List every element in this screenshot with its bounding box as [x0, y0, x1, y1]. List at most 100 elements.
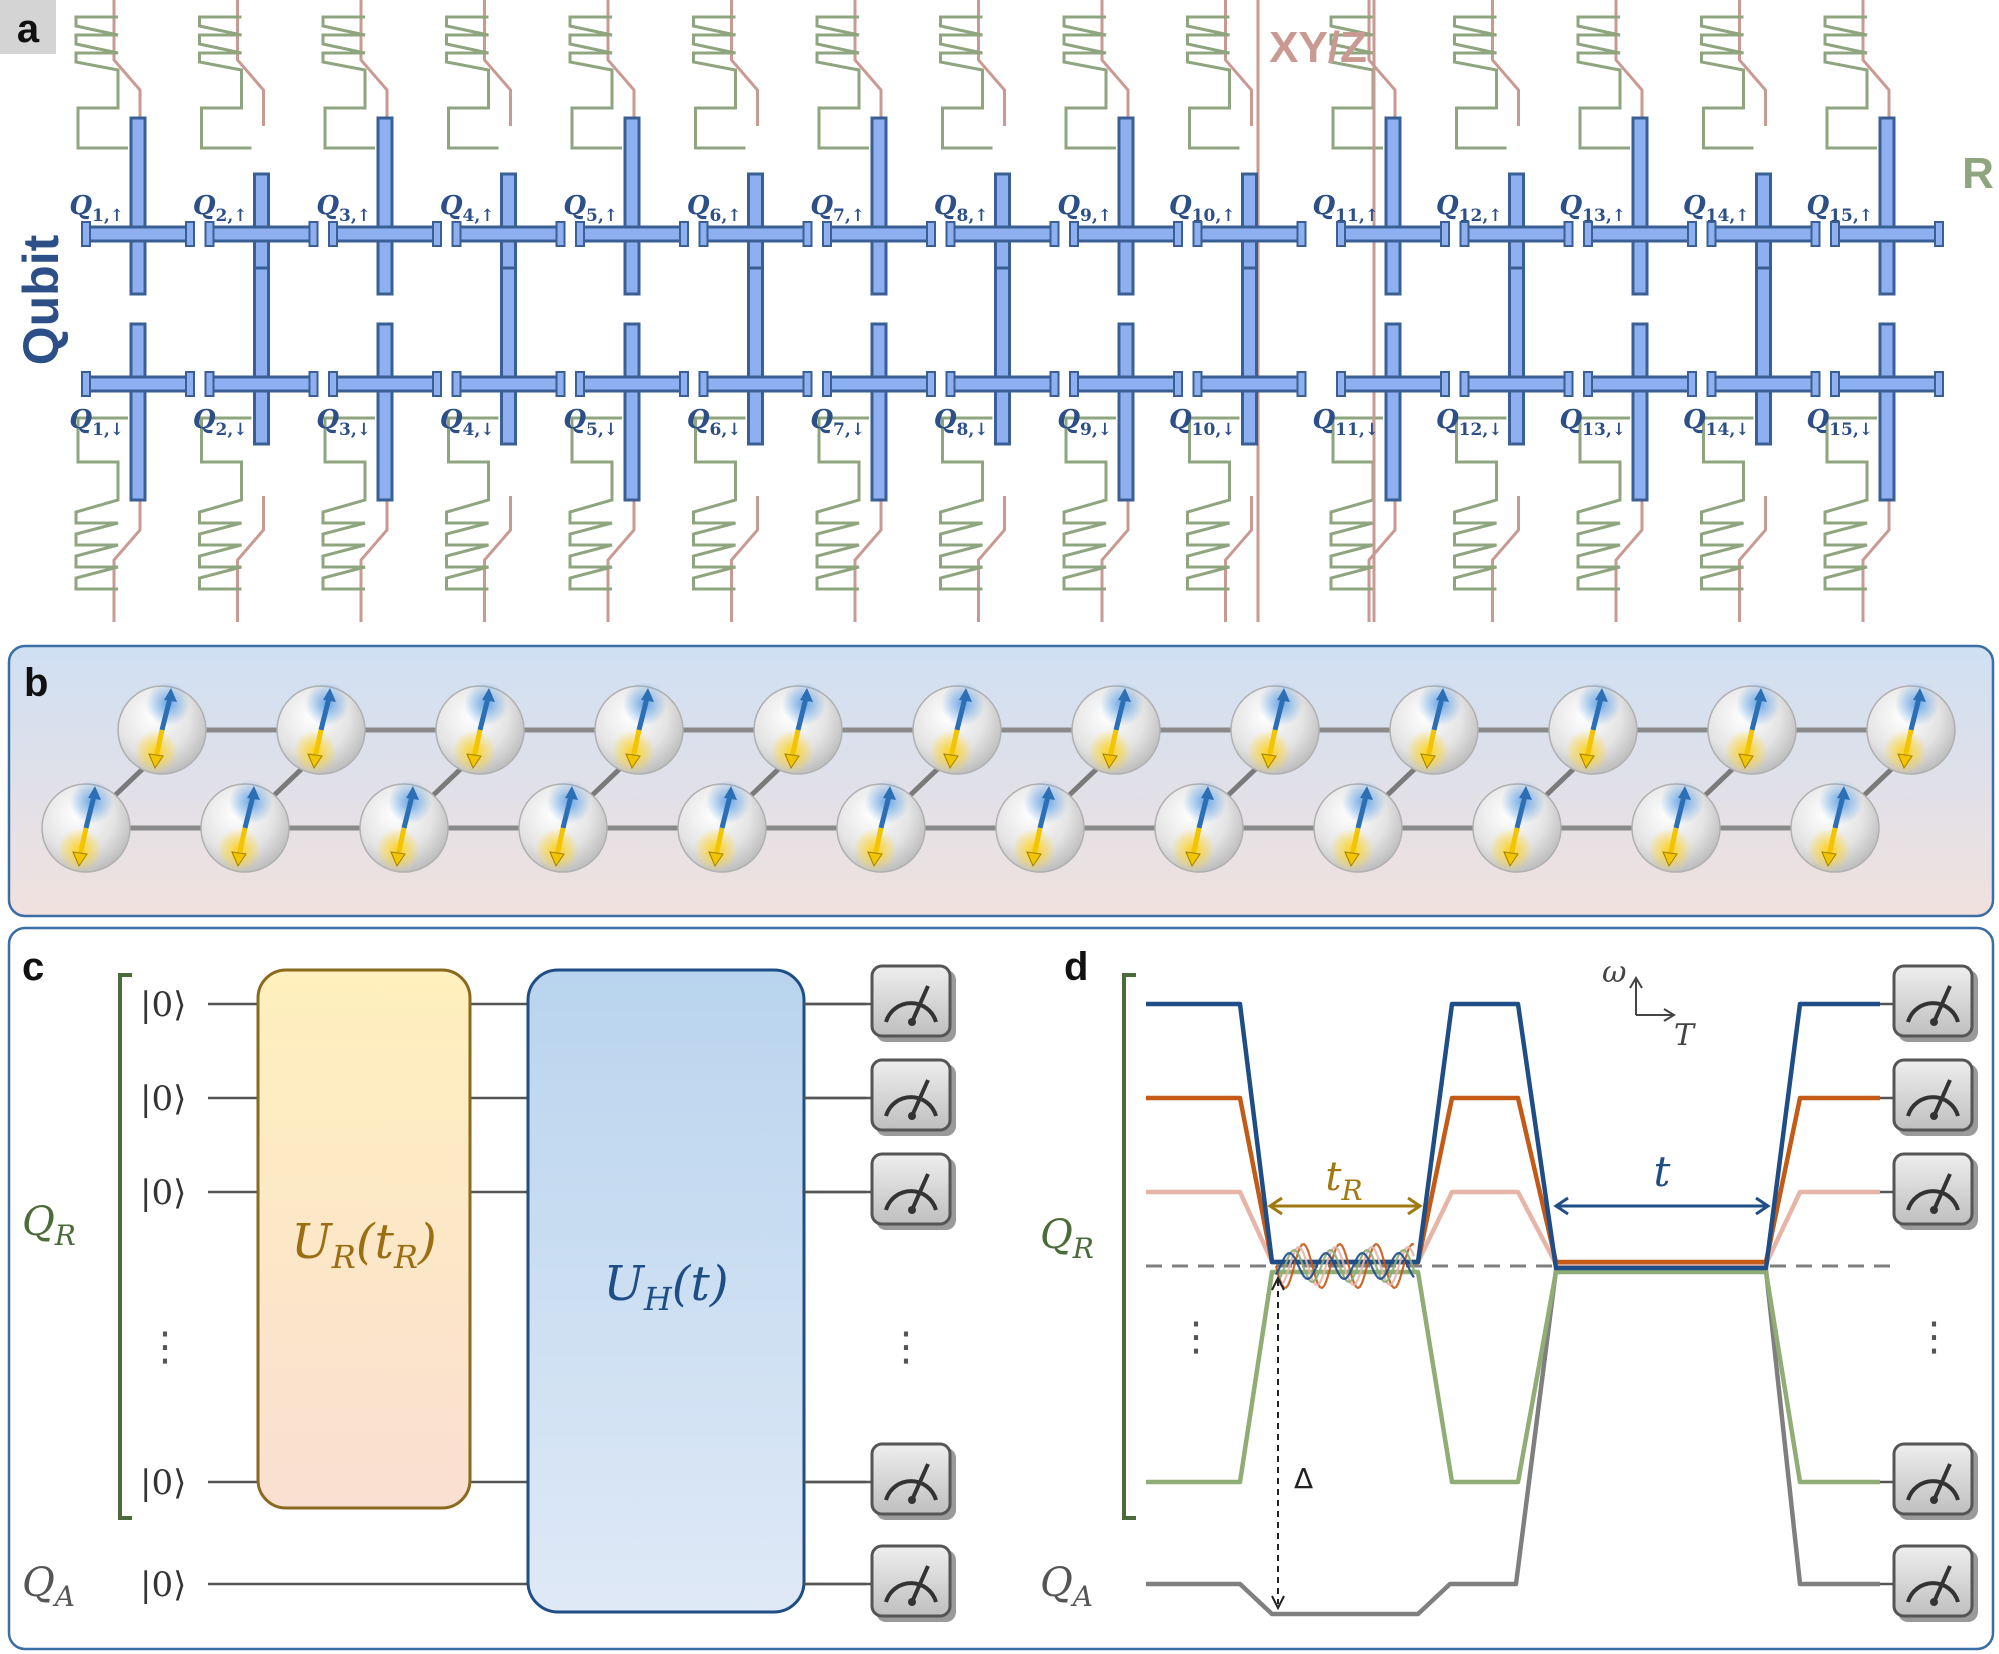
- spin-down-arrow: [312, 729, 324, 759]
- qubit-label-down: Q9,↓: [1057, 405, 1112, 440]
- spin-sphere: [594, 682, 684, 775]
- meter-needle: [910, 1463, 930, 1501]
- spin-up-head: [247, 786, 260, 800]
- qubit-pad: [1459, 221, 1470, 247]
- qubit-label-up: Q3,↑: [316, 191, 371, 226]
- qubit-pad: [802, 221, 813, 247]
- qubit-label-up: Q14,↑: [1683, 191, 1749, 226]
- measurement-meters-d: [1880, 964, 1978, 1622]
- qubit-arm-vertical: [1508, 266, 1525, 446]
- spin-up-head: [883, 786, 896, 800]
- qubit-cross: [698, 266, 813, 446]
- qubit-pad: [1934, 371, 1944, 397]
- meter-box: [870, 1152, 952, 1226]
- meter-pivot: [1930, 1018, 1938, 1026]
- qubit-pad: [1192, 221, 1203, 247]
- spin-up-arrow: [1113, 697, 1127, 731]
- qubit-pad: [1440, 221, 1450, 247]
- qubit-label-up: Q10,↑: [1169, 191, 1235, 226]
- wiring-lines: [74, 0, 1891, 622]
- qubit-arm-vertical: [1878, 322, 1896, 502]
- meter-pivot: [908, 1598, 916, 1606]
- spin-up-arrow: [1196, 795, 1210, 829]
- control-line-top: [1861, 0, 1891, 126]
- spin-down-arrow: [713, 827, 725, 857]
- qubit-pad: [1049, 221, 1060, 247]
- qubit-label-down: Q7,↓: [810, 405, 865, 440]
- qubit-arm-vertical: [870, 322, 888, 502]
- qubit-cross: [1583, 116, 1697, 296]
- qubit-label-up: Q5,↑: [563, 191, 618, 226]
- qubit-arm-horizontal: [1196, 375, 1303, 393]
- spin-down-head: [307, 753, 323, 770]
- qubit-arm-horizontal: [578, 375, 686, 393]
- measurement-meter: [804, 1442, 956, 1520]
- qubit-label-up: Q12,↑: [1436, 191, 1502, 226]
- meter-needle: [1932, 1565, 1952, 1603]
- qubit-arm-horizontal: [1339, 375, 1447, 393]
- spin-sphere: [1389, 682, 1479, 775]
- qubit-cross: [204, 266, 319, 446]
- spin-down-head: [867, 851, 883, 868]
- qubit-pad: [204, 221, 215, 247]
- qubit-pad: [1706, 371, 1717, 397]
- measurement-meter: [804, 1544, 956, 1622]
- qubit-label-up: Q7,↑: [810, 191, 865, 226]
- spin-sphere: [836, 780, 926, 873]
- spin-down-head: [1662, 851, 1678, 868]
- qubit-cross: [1192, 266, 1307, 446]
- qr-bracket: [118, 973, 132, 1520]
- spin-up-head: [1595, 688, 1608, 702]
- qubit-cross: [328, 116, 442, 296]
- readout-meander-bottom: [445, 416, 499, 591]
- meter-needle: [910, 1079, 930, 1117]
- qubit-pad: [1563, 371, 1574, 397]
- spin-sphere: [1548, 682, 1638, 775]
- spin-up-head: [1519, 786, 1532, 800]
- qubit-arm-vertical: [623, 322, 641, 502]
- qa-label-d: QA: [1040, 1560, 1093, 1613]
- qubit-axis-label: Qubit: [13, 234, 69, 365]
- spin-sphere: [1154, 780, 1244, 873]
- qubit-label-down: Q8,↓: [934, 405, 989, 440]
- qubit-pad: [822, 371, 832, 397]
- qubit-pad: [1706, 221, 1717, 247]
- readout-meander-bottom: [1329, 416, 1383, 591]
- measurement-meter: [804, 1058, 956, 1136]
- panel-b-letter: b: [24, 661, 48, 705]
- control-line-bottom: [1367, 496, 1397, 622]
- spin-down-head: [1897, 753, 1913, 770]
- control-line-bottom: [483, 496, 512, 622]
- qubit-arm-horizontal: [1710, 375, 1817, 393]
- qubit-pad: [679, 371, 689, 397]
- qubit-pad: [451, 371, 462, 397]
- spin-down-head: [1344, 851, 1360, 868]
- qubit-cross: [81, 116, 195, 296]
- qubit-label-up: Q6,↑: [687, 191, 742, 226]
- qubit-pad: [945, 221, 956, 247]
- qubit-pad: [204, 371, 215, 397]
- qubit-label-down: Q1,↓: [69, 405, 124, 440]
- panel-b-spin-chain: b: [7, 644, 1995, 918]
- spin-down-arrow: [1031, 827, 1043, 857]
- meter-pivot: [1930, 1496, 1938, 1504]
- meter-dial: [884, 1479, 938, 1501]
- spin-up-arrow: [1514, 795, 1528, 829]
- qubit-pad: [575, 371, 585, 397]
- qubit-pad: [555, 371, 566, 397]
- spin-up-arrow: [795, 697, 809, 731]
- gate-ur-label: UR(tR): [291, 1214, 436, 1276]
- control-line-bottom: [1614, 496, 1644, 622]
- meter-dial: [1906, 1001, 1960, 1023]
- dots-d-left: ⋮: [1176, 1314, 1216, 1360]
- qubit-arm-horizontal: [1196, 225, 1303, 243]
- control-line-bottom: [1491, 496, 1520, 622]
- qubit-arm-vertical: [870, 116, 888, 296]
- dots-d-right: ⋮: [1914, 1314, 1954, 1360]
- spin-down-head: [1261, 753, 1277, 770]
- readout-meander-top: [939, 15, 993, 150]
- qubit-arm-horizontal: [949, 375, 1056, 393]
- qr-label: QR: [22, 1199, 76, 1252]
- readout-meander-top: [74, 15, 128, 150]
- qubit-pad: [432, 221, 442, 247]
